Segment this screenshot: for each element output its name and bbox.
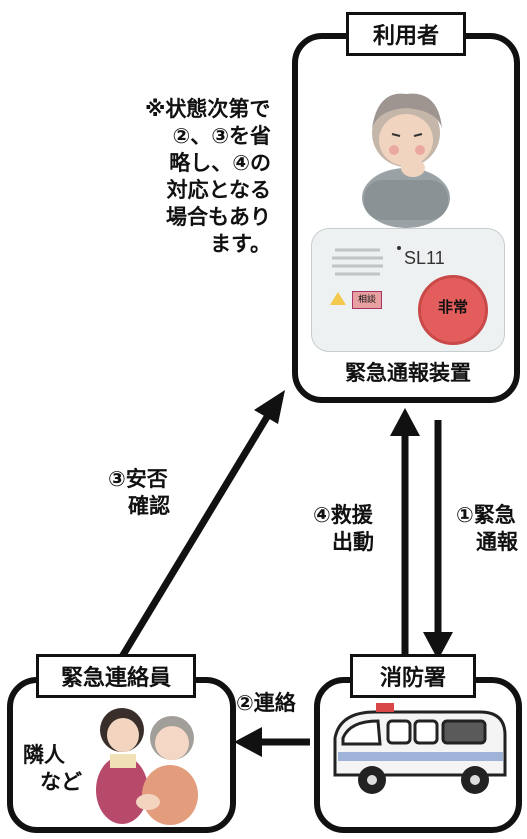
device-small-button: 相談 (352, 291, 382, 309)
contact-label: など (40, 770, 82, 794)
arrow-rescue-head (390, 408, 420, 436)
device-emergency-button-label: 非常 (437, 298, 468, 316)
arrow-label-emergency: ①緊急 (456, 503, 516, 527)
arrow-label-contact: ②連絡 (236, 691, 296, 715)
note-line: ます。 (210, 232, 271, 256)
contact-label: 隣人 (23, 743, 65, 767)
device-emergency-button (418, 275, 488, 345)
arrow-label-rescue: 出動 (332, 530, 374, 554)
fire-station-box (314, 677, 522, 833)
device-label: 緊急通報装置 (345, 361, 471, 385)
note-line: ②、③を省 (172, 124, 271, 148)
arrow-confirm (117, 410, 273, 662)
arrow-label-emergency: 通報 (476, 530, 518, 554)
note-line: ※状態次第で (145, 97, 271, 121)
arrow-contact-head (234, 727, 262, 757)
arrow-label-confirm: ③安否 (108, 467, 168, 491)
contact-box-title: 緊急連絡員 (36, 654, 196, 698)
arrow-emergency-head (423, 632, 453, 660)
note-line: 対応となる (166, 178, 271, 202)
arrow-confirm-head (254, 390, 285, 424)
device-model: SL11 (404, 248, 445, 268)
arrow-label-confirm: 確認 (128, 494, 170, 518)
fire-station-box-title: 消防署 (350, 654, 476, 698)
arrow-label-rescue: ④救援 (313, 503, 373, 527)
note-line: 略し、④の (169, 151, 271, 175)
note-line: 場合もあり (166, 205, 271, 229)
user-box-title: 利用者 (346, 12, 466, 56)
